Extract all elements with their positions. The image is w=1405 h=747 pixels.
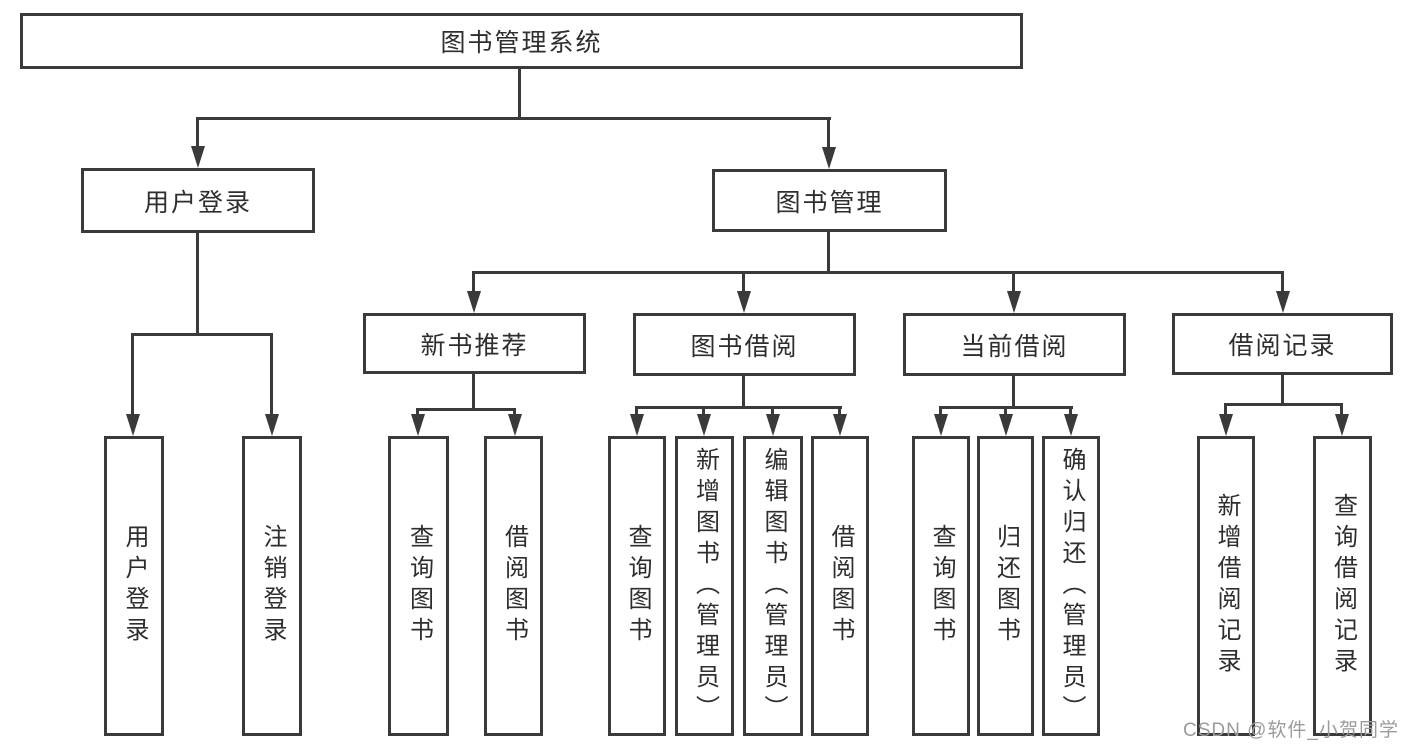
connector-drop-current-borrow [1012,271,1015,292]
connector-drop-leaf-user-login [131,333,134,415]
leaf-query-book-1: 查询图书 [388,436,449,736]
leaf-user-login-label: 用户登录 [121,524,148,648]
connector-root-stem [518,69,521,120]
leaf-add-record-label: 新增借阅记录 [1213,493,1240,679]
arrowhead-book-borrow [737,291,751,313]
leaf-edit-book: 编辑图书（管理员） [743,436,803,736]
connector-drop-borrow-book-1 [513,408,516,416]
leaf-confirm-return-label: 确认归还（管理员） [1058,446,1085,726]
connector-drop-leaf-logout [270,333,273,415]
connector-drop-query-book-3 [939,406,942,416]
leaf-borrow-book-1: 借阅图书 [484,436,543,736]
connector-drop-query-record [1340,403,1343,416]
leaf-add-book: 新增图书（管理员） [675,436,734,736]
node-user-login-label: 用户登录 [143,188,252,217]
node-book-mgmt-label: 图书管理 [775,188,884,217]
connector-drop-query-book-1 [416,408,419,416]
leaf-logout: 注销登录 [242,436,302,736]
arrowhead-borrow-records [1276,291,1290,313]
leaf-add-book-label: 新增图书（管理员） [691,446,719,726]
node-book-mgmt: 图书管理 [712,169,947,232]
connector-book-borrow-stem [742,376,745,409]
arrowhead-query-book-3 [934,414,948,436]
arrowhead-query-book-2 [630,414,644,436]
arrowhead-user-login [191,146,205,168]
arrowhead-borrow-book-2 [833,414,847,436]
node-book-borrow: 图书借阅 [633,313,856,376]
arrowhead-leaf-logout [265,414,279,436]
connector-drop-new-book-rec [472,271,475,292]
connector-book-mgmt-stem [827,232,830,273]
node-current-borrow: 当前借阅 [903,313,1126,376]
connector-drop-return-book [1004,406,1007,416]
connector-borrow-records-rail [1224,403,1343,406]
node-new-book-rec-label: 新书推荐 [420,331,529,360]
arrowhead-add-book [697,414,711,436]
connector-user-login-rail [131,333,273,336]
node-book-borrow-label: 图书借阅 [690,332,799,361]
leaf-query-record-label: 查询借阅记录 [1329,493,1357,679]
connector-borrow-records-stem [1281,375,1284,406]
arrowhead-leaf-user-login [126,414,140,436]
arrowhead-edit-book [766,414,780,436]
connector-new-book-rec-stem [472,374,475,411]
connector-current-borrow-stem [1012,376,1015,409]
arrowhead-add-record [1219,414,1233,436]
connector-drop-add-book [702,406,705,416]
connector-drop-confirm-return [1069,406,1072,416]
node-root-label: 图书管理系统 [440,29,603,57]
connector-drop-book-mgmt [827,117,830,147]
node-current-borrow-label: 当前借阅 [960,332,1069,361]
connector-book-mgmt-rail [472,271,1284,274]
arrowhead-confirm-return [1064,414,1078,436]
leaf-user-login: 用户登录 [104,436,164,736]
csdn-watermark: CSDN @软件_小贺同学 [1183,720,1399,741]
leaf-query-book-1-label: 查询图书 [405,524,433,648]
leaf-confirm-return: 确认归还（管理员） [1042,436,1100,736]
connector-book-borrow-rail [635,406,842,409]
node-root-system: 图书管理系统 [20,13,1023,69]
leaf-return-book: 归还图书 [977,436,1034,736]
arrowhead-borrow-book-1 [508,414,522,436]
connector-drop-book-borrow [742,271,745,292]
node-new-book-rec: 新书推荐 [363,313,586,374]
leaf-query-book-2: 查询图书 [608,436,666,736]
leaf-add-record: 新增借阅记录 [1197,436,1255,736]
connector-new-book-rec-rail [416,408,516,411]
node-borrow-records: 借阅记录 [1172,313,1393,375]
node-user-login: 用户登录 [81,168,315,233]
leaf-return-book-label: 归还图书 [992,524,1020,648]
leaf-borrow-book-2: 借阅图书 [811,436,869,736]
connector-drop-borrow-book-2 [838,406,841,416]
leaf-query-book-3: 查询图书 [912,436,970,736]
arrowhead-return-book [999,414,1013,436]
connector-drop-edit-book [771,406,774,416]
node-borrow-records-label: 借阅记录 [1228,332,1337,360]
arrowhead-query-book-1 [411,414,425,436]
leaf-edit-book-label: 编辑图书（管理员） [760,446,787,726]
arrowhead-new-book-rec [467,291,481,313]
leaf-borrow-book-1-label: 借阅图书 [500,524,528,648]
connector-user-login-stem [196,233,199,336]
leaf-query-book-3-label: 查询图书 [928,524,955,648]
connector-root-rail [196,117,831,120]
connector-drop-borrow-records [1281,271,1284,292]
leaf-query-book-2-label: 查询图书 [624,524,651,648]
arrowhead-book-mgmt [822,147,836,169]
connector-drop-query-book-2 [635,406,638,416]
arrowhead-query-record [1335,414,1349,436]
connector-drop-add-record [1224,403,1227,416]
leaf-borrow-book-2-label: 借阅图书 [827,524,854,648]
leaf-query-record: 查询借阅记录 [1313,436,1372,736]
connector-drop-user-login [196,117,199,147]
arrowhead-current-borrow [1007,291,1021,313]
leaf-logout-label: 注销登录 [259,524,286,648]
